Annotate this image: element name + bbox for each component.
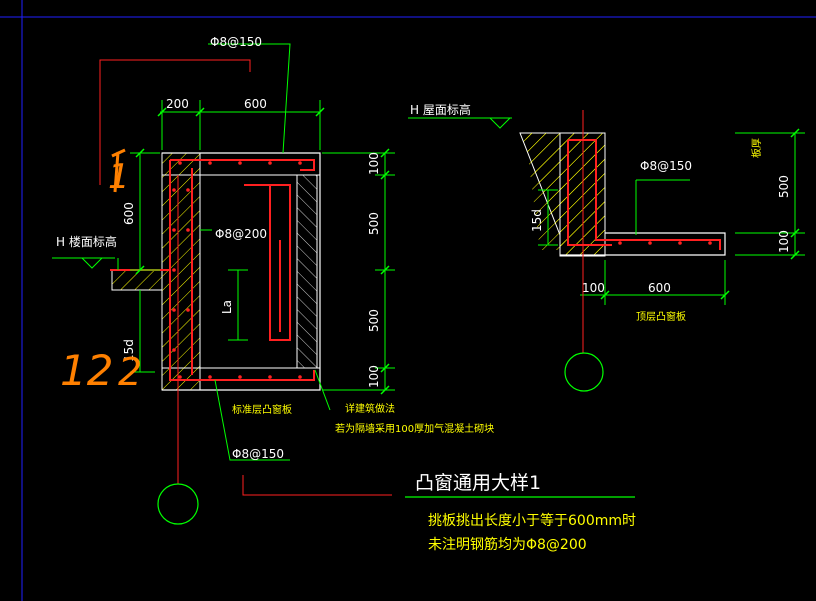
handwriting — [111, 148, 126, 193]
label-la: La — [220, 300, 234, 314]
label-dim-100-d: 100 — [777, 230, 791, 253]
label-dim-500-a: 500 — [367, 212, 381, 235]
right-dimensions — [408, 117, 805, 305]
label-dim-100-b: 100 — [367, 365, 381, 388]
page-title: 凸窗通用大样1 — [415, 472, 541, 494]
handwritten-12: 12 — [60, 346, 113, 395]
label-floor-level: H 楼面标高 — [56, 234, 117, 249]
label-rebar-top: Φ8@150 — [210, 35, 262, 49]
label-wall-note: 若为隔墙采用100厚加气混凝土砌块 — [335, 422, 494, 435]
right-axis-bubble — [564, 352, 604, 392]
handwritten-2: 2 — [118, 350, 142, 394]
right-detail — [408, 110, 805, 392]
label-dim-600-left: 600 — [122, 202, 136, 225]
label-dim-200: 200 — [166, 97, 189, 111]
label-roof-board: 板厚 — [750, 138, 763, 158]
label-dim-100-a: 100 — [367, 152, 381, 175]
note-line-2: 未注明钢筋均为Φ8@200 — [428, 536, 587, 553]
label-dim-600-top: 600 — [244, 97, 267, 111]
red-leaders — [99, 59, 392, 496]
label-wall-method: 详建筑做法 — [345, 402, 395, 415]
label-rebar-mid: Φ8@200 — [215, 227, 267, 241]
label-dim-500-c: 500 — [777, 175, 791, 198]
left-column — [161, 152, 201, 391]
right-wall — [296, 174, 318, 369]
label-rebar-right: Φ8@150 — [640, 159, 692, 173]
label-15d-right: 15d — [530, 209, 544, 232]
label-15d-left: 15d — [122, 339, 136, 362]
left-detail — [52, 43, 395, 525]
label-dim-100-c: 100 — [582, 281, 605, 295]
left-axis-bubble — [157, 483, 199, 525]
label-std-board: 标准层凸窗板 — [232, 403, 292, 416]
window-opening — [199, 174, 298, 369]
roof-slab — [560, 232, 726, 256]
label-roof-level: H 屋面标高 — [410, 102, 471, 117]
label-dim-500-b: 500 — [367, 309, 381, 332]
note-line-1: 挑板挑出长度小于等于600mm时 — [428, 512, 636, 529]
handwritten-1: 1 — [108, 157, 130, 197]
left-rebar-dots — [172, 161, 302, 379]
label-dim-600-right: 600 — [648, 281, 671, 295]
left-rebar — [110, 159, 315, 381]
label-rebar-bottom: Φ8@150 — [232, 447, 284, 461]
left-dimensions — [52, 43, 395, 461]
label-top-board: 顶层凸窗板 — [636, 310, 686, 323]
